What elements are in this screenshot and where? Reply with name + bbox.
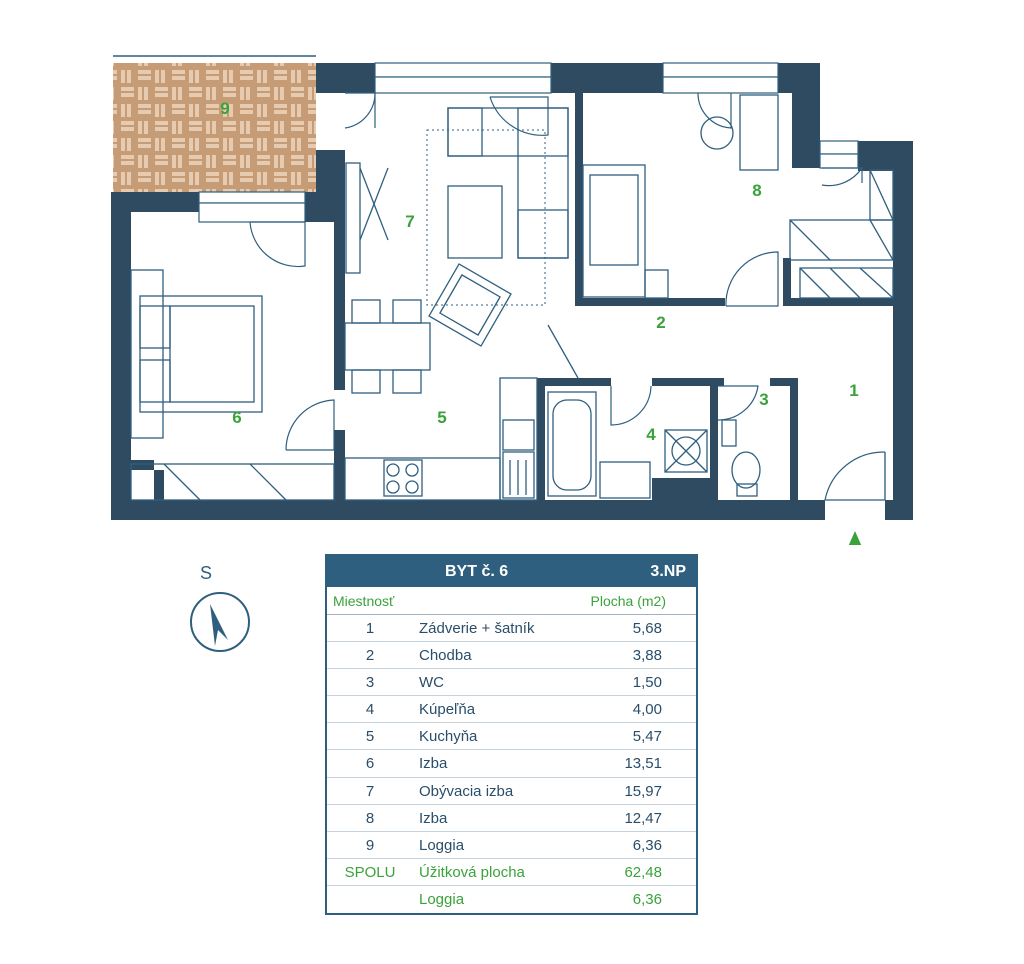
windows bbox=[198, 62, 859, 223]
row-area: 3,88 bbox=[632, 647, 662, 665]
column-headers: Miestnosť Plocha (m2) bbox=[327, 587, 696, 615]
row-number: 2 bbox=[365, 647, 375, 665]
apartment-title: BYT č. 6 bbox=[445, 563, 509, 580]
loggia-floor bbox=[113, 63, 316, 192]
row-area: 6,36 bbox=[632, 836, 662, 854]
row-area: 13,51 bbox=[624, 755, 662, 773]
room-label-9: 9 bbox=[220, 99, 229, 118]
row-area: 6,36 bbox=[632, 890, 662, 908]
row-number: 8 bbox=[365, 809, 375, 827]
walls bbox=[111, 63, 913, 520]
table-header: BYT č. 6 3.NP bbox=[327, 556, 696, 587]
column-room: Miestnosť bbox=[333, 593, 395, 609]
column-area: Plocha (m2) bbox=[590, 593, 666, 609]
row-room-name: WC bbox=[419, 674, 444, 692]
compass-label: S bbox=[200, 563, 213, 583]
table-row: 4 Kúpeľňa 4,00 bbox=[327, 696, 696, 724]
row-area: 5,47 bbox=[632, 728, 662, 746]
table-row: 7 Obývacia izba 15,97 bbox=[327, 778, 696, 805]
room-label-3: 3 bbox=[759, 390, 768, 409]
row-number: 1 bbox=[365, 620, 375, 637]
doors bbox=[249, 92, 886, 501]
row-number: SPOLU bbox=[344, 863, 396, 881]
row-number: 9 bbox=[365, 836, 375, 854]
row-number: 3 bbox=[365, 674, 375, 692]
row-room-name: Izba bbox=[419, 755, 448, 773]
room-label-8: 8 bbox=[752, 181, 761, 200]
table-row: 2 Chodba 3,88 bbox=[327, 642, 696, 670]
row-room-name: Zádverie + šatník bbox=[419, 620, 535, 637]
room-area-table: BYT č. 6 3.NP Miestnosť Plocha (m2) 1 Zád… bbox=[325, 554, 698, 915]
table-row: 8 Izba 12,47 bbox=[327, 805, 696, 832]
row-number: 6 bbox=[365, 755, 375, 773]
table-row: 9 Loggia 6,36 bbox=[327, 832, 696, 859]
table-row: 3 WC 1,50 bbox=[327, 669, 696, 697]
row-area: 62,48 bbox=[624, 863, 662, 881]
room-label-7: 7 bbox=[405, 212, 414, 231]
row-number: 5 bbox=[365, 728, 375, 746]
room-label-6: 6 bbox=[232, 408, 241, 427]
row-number: 7 bbox=[365, 782, 375, 800]
row-area: 12,47 bbox=[624, 809, 662, 827]
total-row: SPOLU Úžitková plocha 62,48 bbox=[327, 859, 696, 886]
room-label-4: 4 bbox=[646, 425, 656, 444]
room-label-1: 1 bbox=[849, 381, 858, 400]
row-room-name: Úžitková plocha bbox=[419, 863, 525, 881]
loggia-row: Loggia 6,36 bbox=[327, 886, 696, 913]
row-room-name: Loggia bbox=[419, 836, 465, 854]
row-room-name: Loggia bbox=[419, 890, 465, 908]
table-row: 1 Zádverie + šatník 5,68 bbox=[327, 615, 696, 643]
row-room-name: Kúpeľňa bbox=[419, 701, 476, 719]
row-area: 1,50 bbox=[632, 674, 662, 692]
row-room-name: Chodba bbox=[419, 647, 472, 665]
table-row: 5 Kuchyňa 5,47 bbox=[327, 723, 696, 751]
row-area: 15,97 bbox=[624, 782, 662, 800]
row-room-name: Izba bbox=[419, 809, 448, 827]
floor-label: 3.NP bbox=[650, 563, 686, 580]
compass-icon bbox=[190, 592, 250, 652]
room-label-2: 2 bbox=[656, 313, 665, 332]
table-body: 1 Zádverie + šatník 5,68 2 Chodba 3,88 3 WC 1,50… bbox=[327, 615, 696, 913]
row-room-name: Kuchyňa bbox=[419, 728, 478, 746]
row-area: 5,68 bbox=[632, 620, 662, 637]
floor-plan: 1 2 3 4 5 6 7 8 9 bbox=[111, 55, 913, 545]
row-room-name: Obývacia izba bbox=[419, 782, 514, 800]
table-row: 6 Izba 13,51 bbox=[327, 750, 696, 778]
furniture bbox=[130, 94, 894, 501]
room-label-5: 5 bbox=[437, 408, 446, 427]
row-number: 4 bbox=[365, 701, 375, 719]
north-arrow-icon bbox=[848, 531, 862, 545]
row-area: 4,00 bbox=[632, 701, 662, 719]
